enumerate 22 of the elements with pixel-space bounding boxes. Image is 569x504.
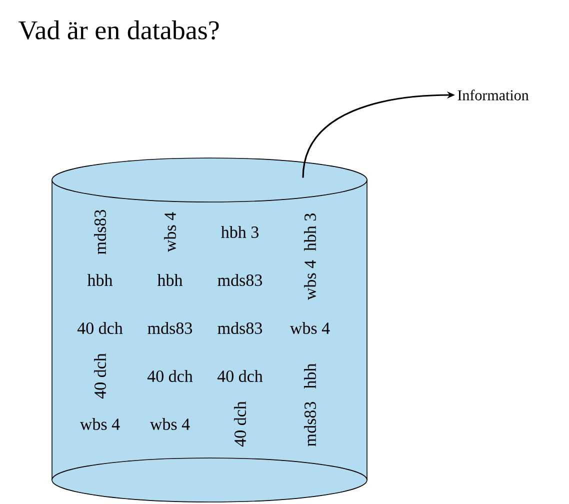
data-word: 40 dch bbox=[94, 353, 106, 399]
data-word: wbs 4 bbox=[304, 260, 316, 300]
data-word: hbh bbox=[87, 274, 113, 286]
label-text: Information bbox=[458, 90, 529, 100]
data-word: 40 dch bbox=[147, 370, 193, 382]
data-word: 40 dch bbox=[234, 401, 246, 447]
data-word: mds83 bbox=[94, 210, 106, 254]
data-word: hbh bbox=[157, 274, 183, 286]
data-word: wbs 4 bbox=[164, 212, 176, 252]
data-word: mds83 bbox=[218, 322, 262, 334]
title: Vad är en databas? bbox=[18, 20, 219, 40]
data-word: hbh 3 bbox=[304, 214, 316, 251]
data-word: hbh 3 bbox=[221, 226, 258, 238]
data-word: 40 dch bbox=[77, 322, 123, 334]
data-word: wbs 4 bbox=[150, 418, 190, 430]
data-word: mds83 bbox=[218, 274, 262, 286]
data-word: 40 dch bbox=[217, 370, 263, 382]
data-word: hbh bbox=[304, 363, 316, 389]
data-word: wbs 4 bbox=[290, 322, 330, 334]
data-word: wbs 4 bbox=[80, 418, 120, 430]
data-word: mds83 bbox=[148, 322, 192, 334]
data-word: mds83 bbox=[304, 402, 316, 446]
